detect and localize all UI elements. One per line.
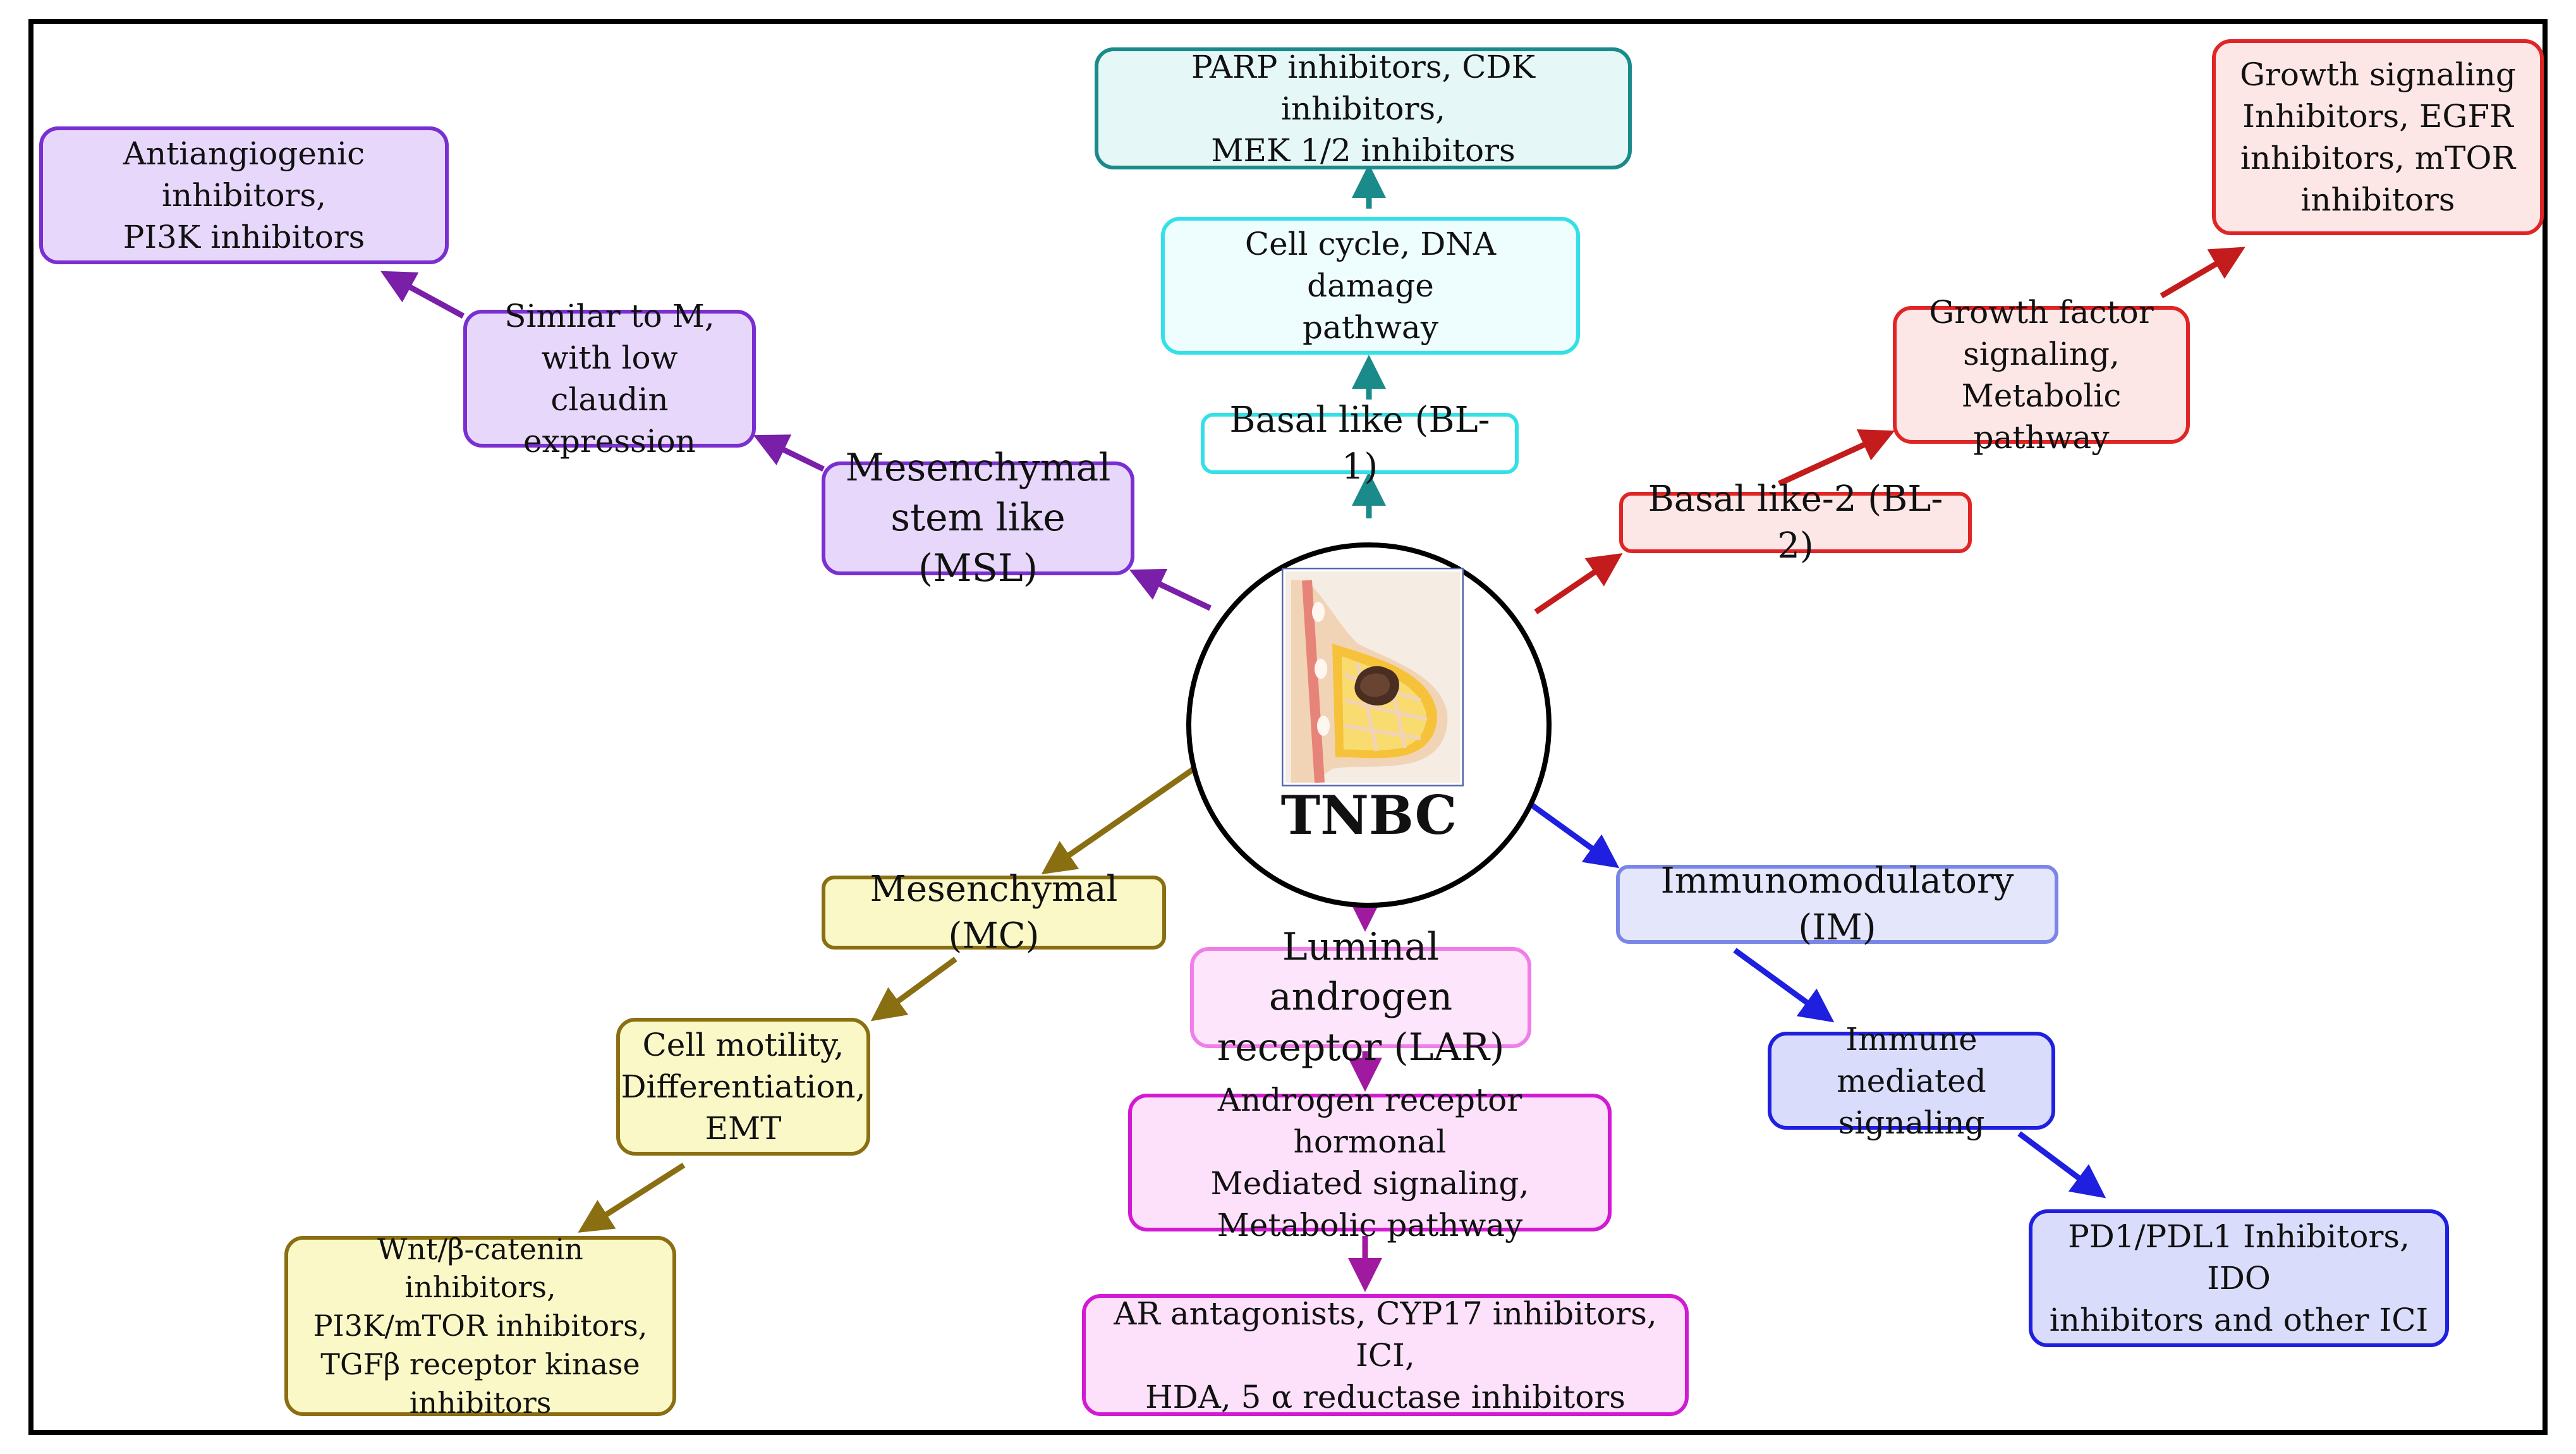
arrow-msl-pathway-to-drugs — [380, 271, 465, 319]
msl-subtype-box: Mesenchymal stem like (MSL) — [822, 446, 1134, 590]
arrow-bl2-pathway-to-drugs — [2160, 247, 2245, 298]
tnbc-label: TNBC — [1280, 784, 1457, 846]
arrow-tnbc-to-bl2 — [1534, 553, 1623, 614]
arrow-tnbc-to-mc — [1041, 762, 1201, 875]
mc-drugs-text: Wnt/β-catenin inhibitors, PI3K/mTOR inhi… — [313, 1231, 648, 1420]
bl2-subtype-label: Basal like-2 (BL-2) — [1648, 478, 1943, 566]
breast-tumor-illustration — [1282, 568, 1464, 786]
bl1-subtype-label: Basal like (BL-1) — [1229, 399, 1490, 487]
bl2-drugs-box: Growth signaling Inhibitors, EGFR inhibi… — [2212, 39, 2544, 235]
msl-pathway-text: Similar to M, with low claudin expressio… — [504, 298, 715, 460]
mc-pathway-box: Cell motility, Differentiation, EMT — [616, 1018, 870, 1156]
lar-pathway-box: Androgen receptor hormonal Mediated sign… — [1128, 1082, 1612, 1243]
lar-subtype-box: Luminal androgen receptor (LAR) — [1190, 925, 1531, 1070]
im-subtype-label: Immunomodulatory (IM) — [1660, 860, 2014, 948]
im-pathway-text: Immune mediated signaling — [1837, 1020, 1986, 1141]
im-drugs-box: PD1/PDL1 Inhibitors, IDO inhibitors and … — [2029, 1209, 2449, 1347]
bl1-drugs-text: PARP inhibitors, CDK inhibitors, MEK 1/2… — [1191, 48, 1535, 169]
mc-subtype-box: Mesenchymal (MC) — [822, 869, 1166, 956]
bl2-pathway-text: Growth factor signaling, Metabolic pathw… — [1929, 294, 2154, 456]
mc-subtype-label: Mesenchymal (MC) — [870, 868, 1118, 956]
arrow-mc-to-pathway — [870, 956, 957, 1022]
msl-drugs-box: Antiangiogenic inhibitors, PI3K inhibito… — [39, 126, 449, 264]
diagram-frame — [28, 19, 2548, 1435]
bl1-drugs-box: PARP inhibitors, CDK inhibitors, MEK 1/2… — [1095, 47, 1632, 169]
msl-subtype-label: Mesenchymal stem like (MSL) — [845, 446, 1111, 590]
msl-drugs-text: Antiangiogenic inhibitors, PI3K inhibito… — [123, 135, 365, 255]
arrow-bl2-to-pathway — [1778, 429, 1895, 487]
bl2-drugs-text: Growth signaling Inhibitors, EGFR inhibi… — [2240, 56, 2516, 218]
lar-drugs-box: AR antagonists, CYP17 inhibitors, ICI, H… — [1082, 1294, 1689, 1416]
lar-drugs-text: AR antagonists, CYP17 inhibitors, ICI, H… — [1114, 1295, 1657, 1415]
mc-pathway-text: Cell motility, Differentiation, EMT — [621, 1027, 866, 1147]
arrow-msl-to-pathway — [753, 434, 825, 472]
im-subtype-box: Immunomodulatory (IM) — [1616, 860, 2058, 948]
arrow-mc-pathway-to-drugs — [578, 1163, 686, 1233]
bl2-subtype-box: Basal like-2 (BL-2) — [1619, 479, 1972, 566]
arrow-im-pathway-to-drugs — [2017, 1131, 2106, 1199]
bl1-pathway-text: Cell cycle, DNA damage pathway — [1244, 226, 1497, 346]
bl2-pathway-box: Growth factor signaling, Metabolic pathw… — [1893, 294, 2190, 456]
lar-subtype-label: Luminal androgen receptor (LAR) — [1217, 925, 1505, 1070]
arrow-tnbc-to-im — [1518, 794, 1620, 869]
im-drugs-text: PD1/PDL1 Inhibitors, IDO inhibitors and … — [2049, 1218, 2429, 1338]
lar-pathway-text: Androgen receptor hormonal Mediated sign… — [1210, 1082, 1529, 1243]
arrow-tnbc-to-msl — [1129, 568, 1212, 611]
arrow-im-to-pathway — [1733, 948, 1835, 1023]
bl1-subtype-box: Basal like (BL-1) — [1201, 400, 1519, 487]
im-pathway-box: Immune mediated signaling — [1768, 1021, 2055, 1141]
mc-drugs-box: Wnt/β-catenin inhibitors, PI3K/mTOR inhi… — [284, 1232, 676, 1420]
msl-pathway-box: Similar to M, with low claudin expressio… — [463, 298, 756, 460]
bl1-pathway-box: Cell cycle, DNA damage pathway — [1161, 217, 1580, 355]
